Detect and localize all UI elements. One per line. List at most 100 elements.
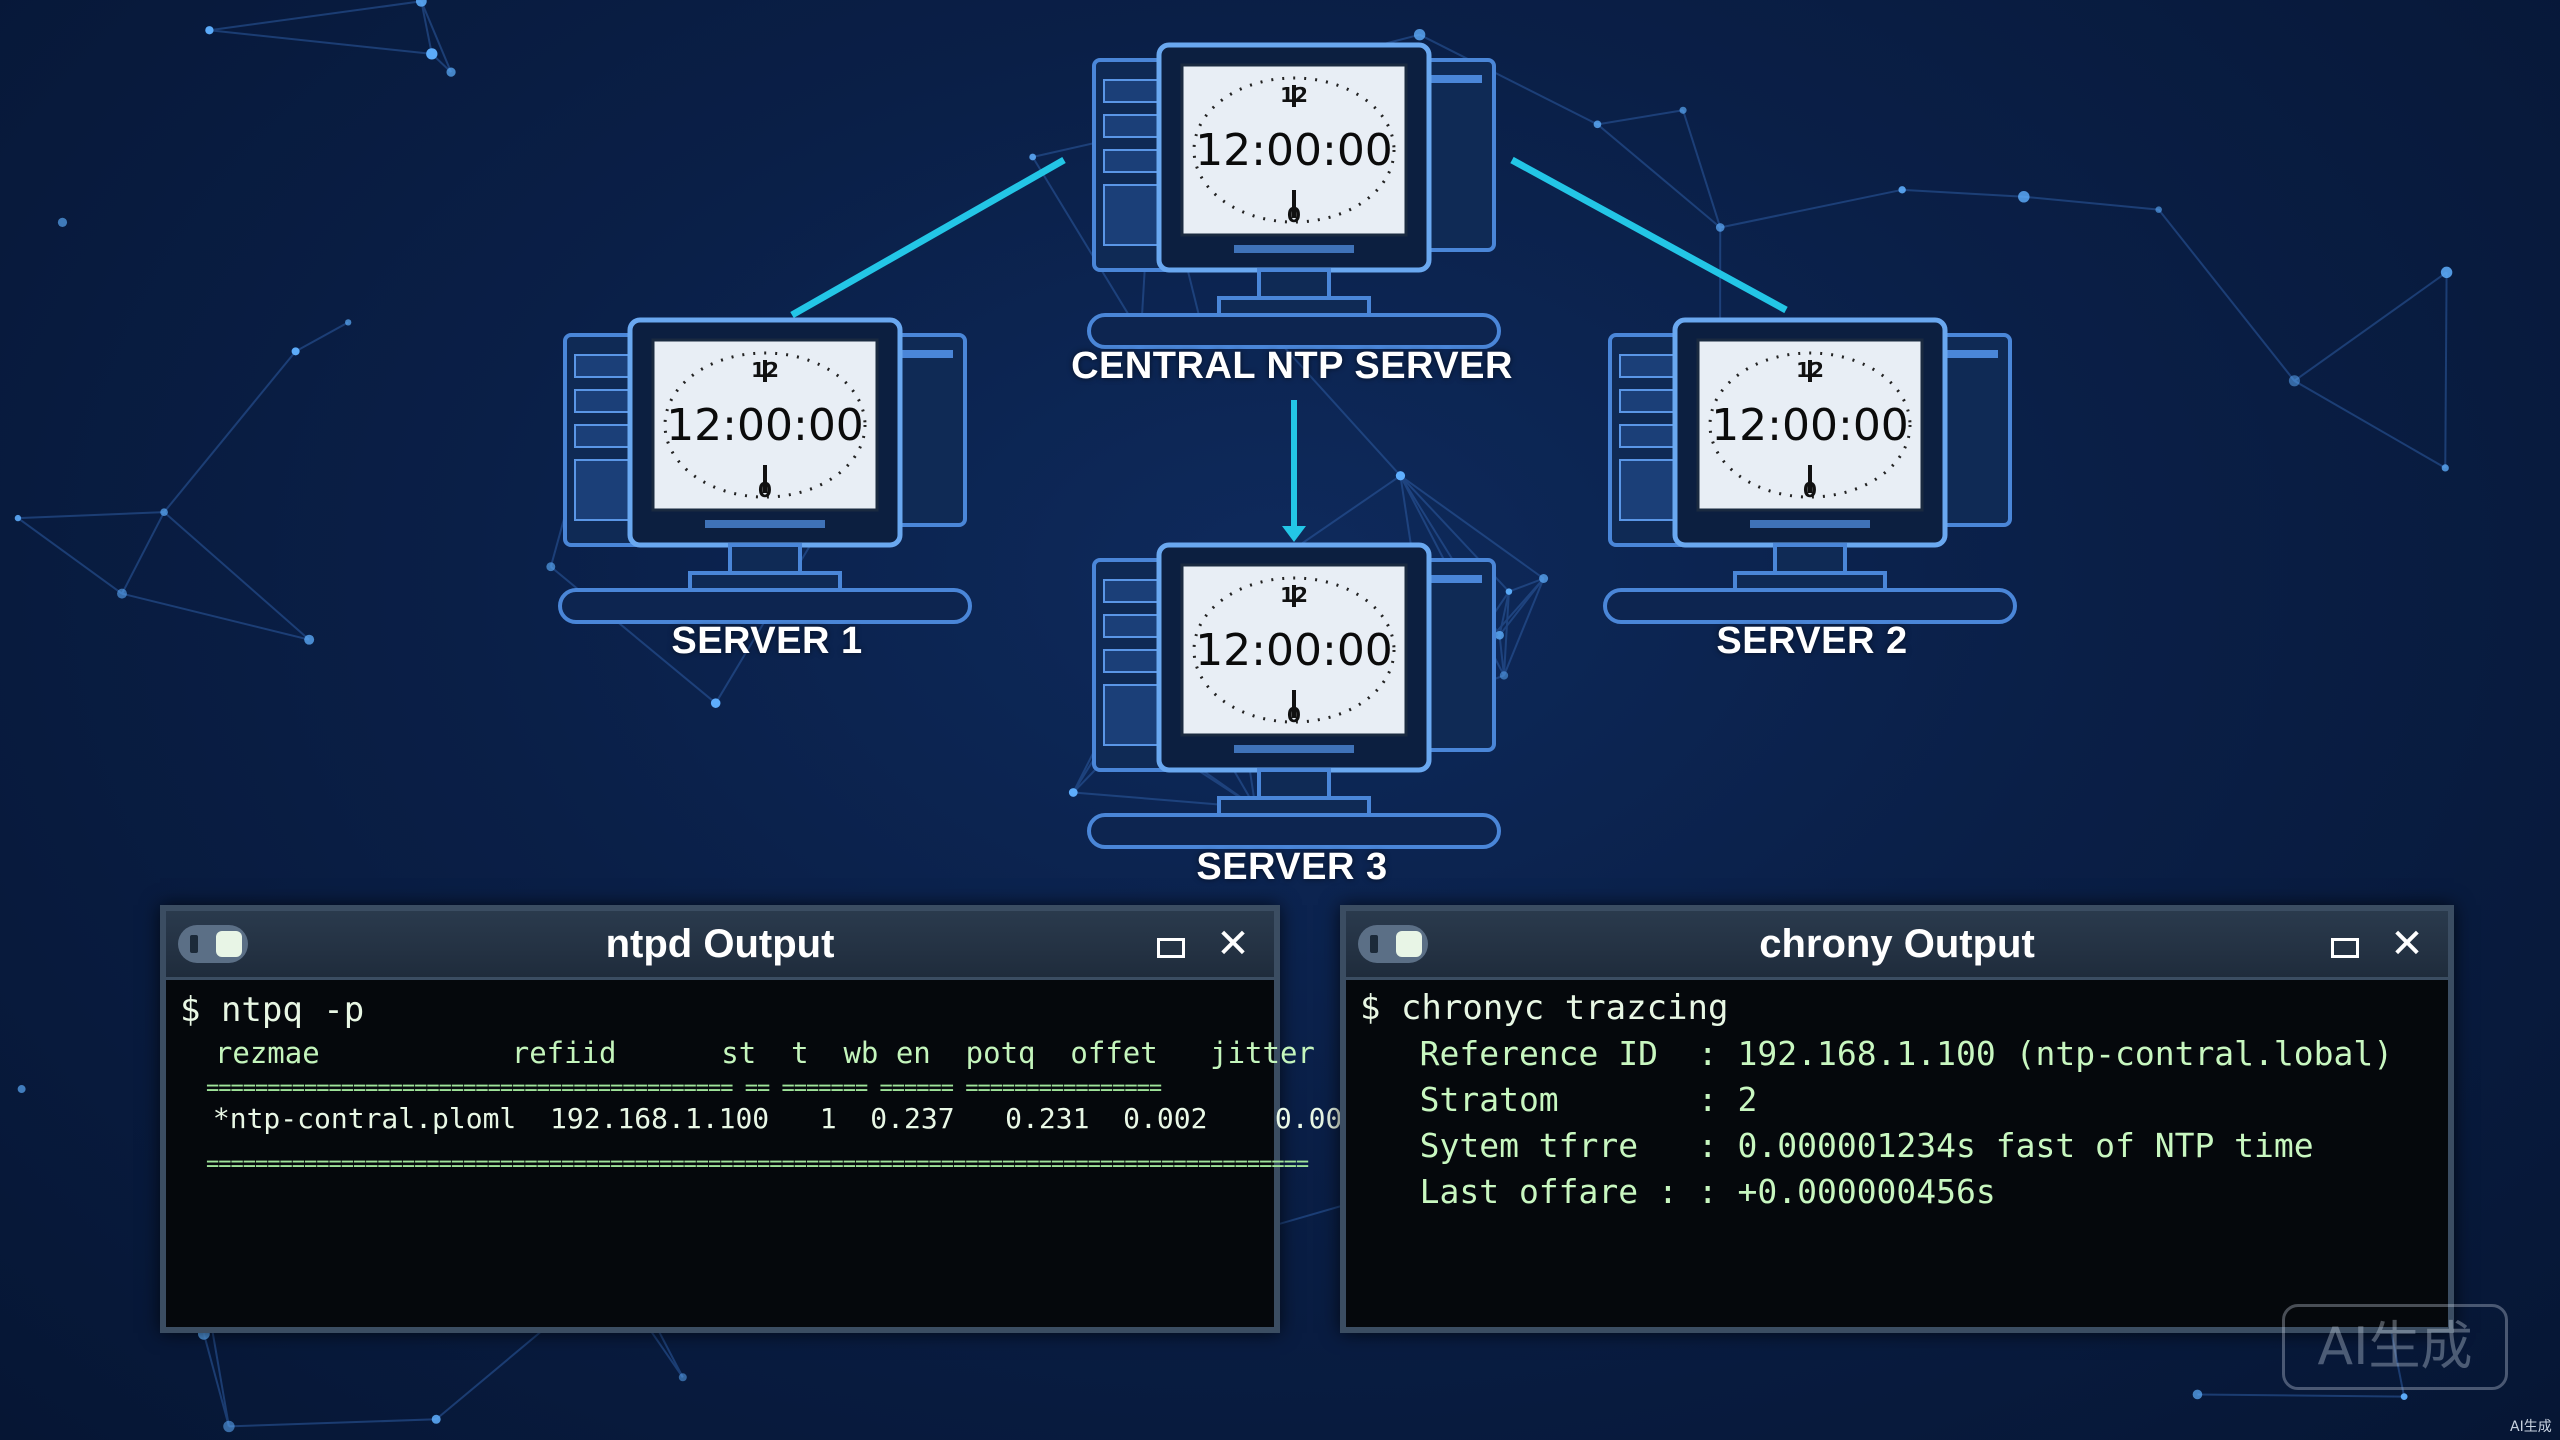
mesh-line xyxy=(228,1418,437,1428)
connection-lines xyxy=(790,156,1788,542)
mesh-node xyxy=(2018,191,2030,203)
central-ntp-server-label: CENTRAL NTP SERVER xyxy=(1071,345,1513,387)
mesh-node xyxy=(2441,464,2449,472)
mesh-node xyxy=(546,562,556,572)
mesh-line xyxy=(163,511,310,641)
mesh-line xyxy=(1682,109,1722,228)
central-clock-time: 12:00:00 xyxy=(1195,125,1393,176)
link-central-server2 xyxy=(1510,156,1788,314)
ntpd-close-button[interactable]: ✕ xyxy=(1216,921,1250,967)
mesh-line xyxy=(1720,188,1903,229)
ntpd-terminal-body: $ ntpq -p rezmae refiid st t wb en potq … xyxy=(166,980,1359,1327)
mesh-line xyxy=(202,1333,230,1427)
mesh-line xyxy=(1508,577,1544,593)
chrony-prompt: $ chronyc trazcing xyxy=(1360,988,1729,1028)
mesh-node xyxy=(1593,120,1602,129)
mesh-node xyxy=(205,26,214,35)
mesh-node xyxy=(2155,206,2162,213)
mesh-node xyxy=(1499,671,1509,680)
mesh-node xyxy=(304,634,315,645)
ntpd-toggle-button[interactable] xyxy=(178,925,248,963)
mesh-node xyxy=(1898,186,1906,194)
mesh-line xyxy=(17,511,165,520)
ntpd-output-window: ntpd Output ✕ $ ntpq -p rezmae refiid st… xyxy=(160,905,1359,1333)
server3-clock-bottom: 0 xyxy=(1287,703,1301,727)
mesh-node xyxy=(117,588,127,599)
mesh-node xyxy=(17,1085,26,1094)
mesh-node xyxy=(415,0,427,7)
chrony-line-last-offset: Last offare : : +0.000000456s xyxy=(1360,1172,1996,1211)
mesh-line xyxy=(420,1,433,55)
mesh-node xyxy=(1715,223,1725,232)
mesh-line xyxy=(420,0,452,73)
server-1-node: 12:00:00 12 0 xyxy=(560,320,970,622)
mesh-node xyxy=(446,67,456,77)
arrow-head xyxy=(1282,526,1306,542)
mesh-node xyxy=(345,319,352,326)
chrony-window-title: chrony Output xyxy=(1759,922,2035,966)
mesh-node xyxy=(426,48,438,60)
mesh-node xyxy=(710,698,721,708)
mesh-line xyxy=(1419,33,1598,126)
mesh-node xyxy=(14,514,22,522)
mesh-node xyxy=(57,217,68,228)
ntpd-separator-bottom: ========================================… xyxy=(206,1152,1309,1177)
toggle-bar-icon xyxy=(190,935,198,953)
server1-clock-time: 12:00:00 xyxy=(666,400,864,451)
server3-clock-top: 12 xyxy=(1280,583,1308,607)
chrony-output-window: chrony Output ✕ $ chronyc trazcing Refer… xyxy=(1340,905,2454,1333)
chrony-close-button[interactable]: ✕ xyxy=(2390,921,2424,967)
mesh-node xyxy=(2440,266,2453,279)
server1-clock-bottom: 0 xyxy=(758,478,772,502)
link-central-server1 xyxy=(790,156,1066,319)
mesh-node xyxy=(2288,375,2300,387)
chrony-titlebar: chrony Output ✕ xyxy=(1346,911,2448,980)
mesh-node xyxy=(160,508,168,516)
mesh-line xyxy=(295,321,349,353)
server-2-node: 12:00:00 12 0 xyxy=(1605,320,2015,622)
mesh-line xyxy=(163,350,297,513)
mesh-line xyxy=(209,29,432,55)
chrony-terminal-body: $ chronyc trazcing Reference ID : 192.16… xyxy=(1346,980,2448,1327)
ntpd-column-header: rezmae refiid st t wb en potq offet jitt… xyxy=(180,1036,1315,1070)
server2-clock-top: 12 xyxy=(1796,358,1824,382)
chrony-line-stratum: Stratom : 2 xyxy=(1360,1080,1758,1119)
chrony-line-reference-id: Reference ID : 192.168.1.100 (ntp-contra… xyxy=(1360,1034,2394,1073)
ai-generated-watermark: AI生成 xyxy=(2282,1304,2508,1390)
mesh-line xyxy=(2157,209,2296,382)
mesh-node xyxy=(2400,1393,2408,1400)
ntpd-maximize-button[interactable] xyxy=(1154,929,1185,959)
server-2-label: SERVER 2 xyxy=(1716,620,1908,662)
mesh-node xyxy=(223,1420,235,1433)
server3-clock-time: 12:00:00 xyxy=(1195,625,1393,676)
server1-clock-top: 12 xyxy=(751,358,779,382)
ntpd-peer-row: *ntp-contral.ploml 192.168.1.100 1 0.237… xyxy=(196,1102,1360,1135)
mesh-line xyxy=(1031,156,1142,336)
ntpd-prompt: $ ntpq -p xyxy=(180,990,365,1030)
mesh-line xyxy=(1498,635,1505,676)
mesh-line xyxy=(1597,109,1684,126)
mesh-node xyxy=(1539,573,1549,584)
central-clock-top: 12 xyxy=(1280,83,1308,107)
chrony-maximize-button[interactable] xyxy=(2328,929,2359,959)
mesh-line xyxy=(1503,578,1545,676)
mesh-node xyxy=(1029,153,1037,161)
maximize-icon xyxy=(2331,938,2359,958)
mesh-line xyxy=(1902,188,2024,198)
mesh-line xyxy=(209,0,422,32)
mesh-node xyxy=(2192,1389,2203,1400)
mesh-node xyxy=(1679,106,1687,114)
chrony-line-system-time: Sytem tfrre : 0.000001234s fast of NTP t… xyxy=(1360,1126,2314,1165)
mesh-node xyxy=(1495,630,1504,640)
mesh-line xyxy=(17,517,123,595)
mesh-line xyxy=(121,592,310,641)
toggle-knob-icon xyxy=(216,931,242,957)
server2-clock-time: 12:00:00 xyxy=(1711,400,1909,451)
chrony-toggle-button[interactable] xyxy=(1358,925,1428,963)
ntpd-separator: ========================================… xyxy=(206,1076,1162,1101)
mesh-node xyxy=(431,1414,441,1424)
mesh-line xyxy=(2293,379,2446,469)
mesh-line xyxy=(1502,591,1510,676)
ntpd-window-title: ntpd Output xyxy=(605,922,835,966)
mesh-line xyxy=(1596,123,1721,229)
